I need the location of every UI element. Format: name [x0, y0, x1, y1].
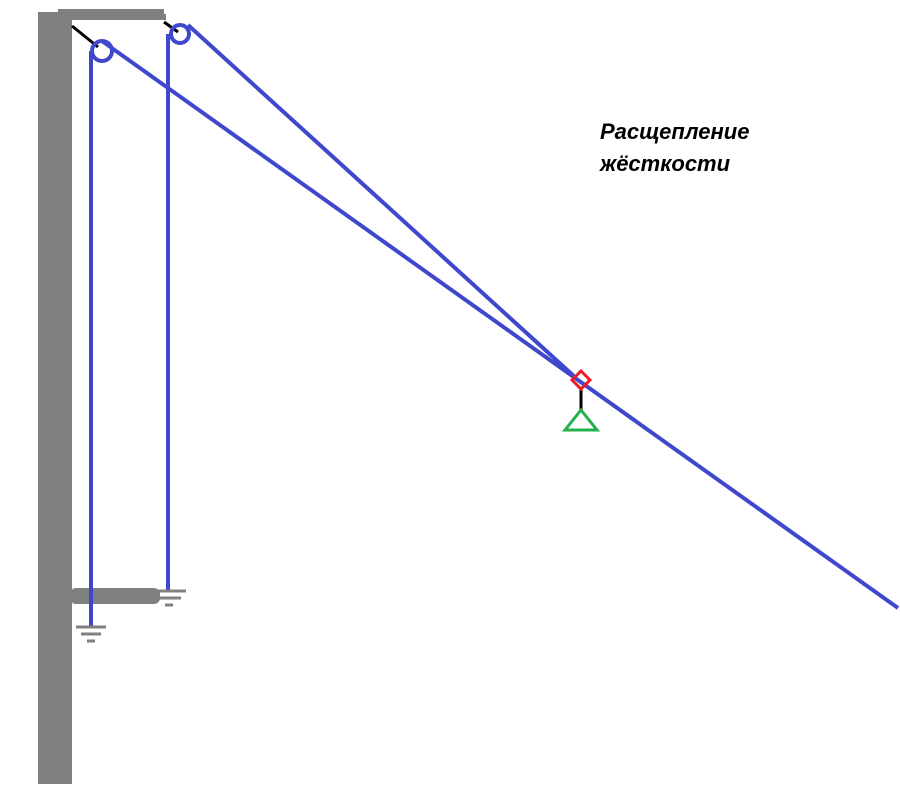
- ground-2-ground-icon: [154, 589, 186, 607]
- caption-line-1: Расщепление: [600, 119, 750, 144]
- caption: Расщепление жёсткости: [600, 116, 749, 180]
- wire-inclined-1: [100, 39, 900, 610]
- lower-bracket: [70, 588, 160, 604]
- mast: [38, 12, 72, 784]
- support-triangle-icon: [561, 407, 601, 432]
- ground-1-ground-icon: [76, 625, 106, 643]
- wire-inclined-2: [186, 23, 578, 380]
- pulley-2-circle-icon: [169, 23, 191, 45]
- caption-line-2: жёсткости: [600, 151, 731, 176]
- top-crossbar: [58, 9, 164, 20]
- clamp-diamond-icon: [569, 368, 593, 392]
- pulley2-link: [163, 20, 179, 34]
